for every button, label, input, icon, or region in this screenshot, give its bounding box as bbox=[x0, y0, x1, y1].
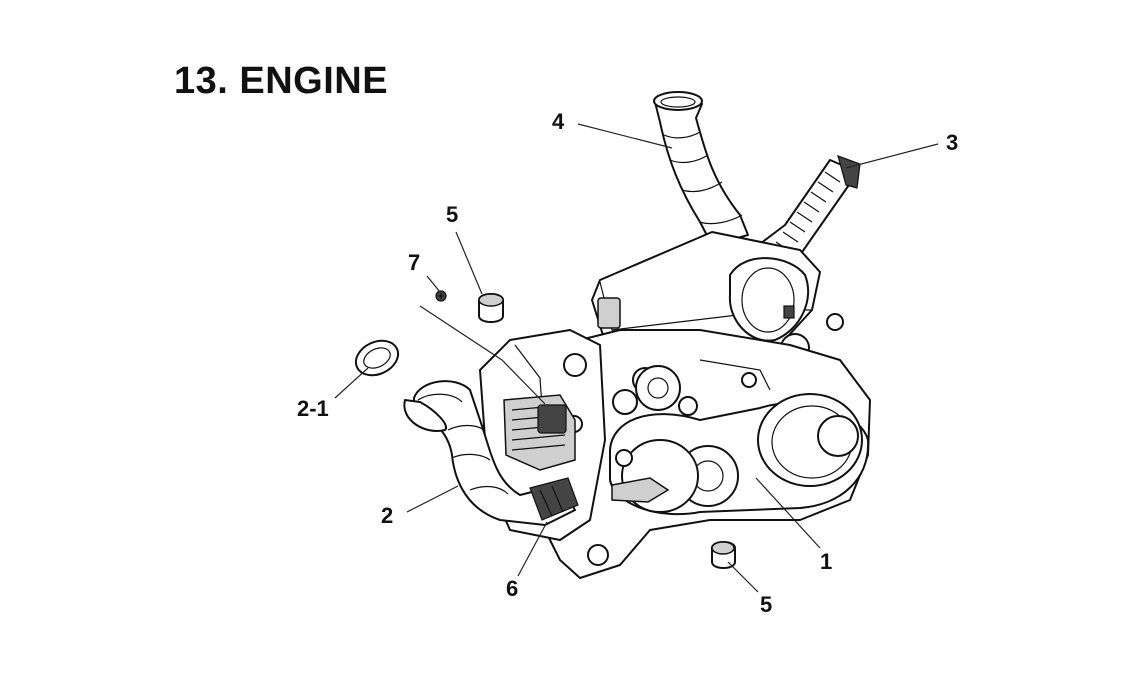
callout-2-1: 2-1 bbox=[297, 396, 329, 421]
callout-7: 7 bbox=[408, 250, 420, 275]
part-6-hose-clamp bbox=[529, 477, 579, 521]
callout-2: 2 bbox=[381, 503, 393, 528]
callout-3: 3 bbox=[946, 130, 958, 155]
callout-5-lower: 5 bbox=[760, 592, 772, 617]
part-1-engine-case bbox=[539, 329, 871, 579]
part-2-1-gasket bbox=[354, 339, 400, 377]
part-5-cap-lower bbox=[711, 541, 736, 569]
part-7-screw bbox=[435, 290, 447, 302]
callout-1: 1 bbox=[820, 549, 832, 574]
leader-lines bbox=[334, 123, 939, 593]
part-3-breather-hose bbox=[751, 155, 861, 269]
callout-5-upper: 5 bbox=[446, 202, 458, 227]
part-2-intake-hose bbox=[403, 380, 576, 526]
part-5-cap-upper bbox=[478, 293, 504, 323]
page-title: 13. ENGINE bbox=[174, 60, 389, 102]
part-4-intake-duct bbox=[653, 91, 749, 246]
callout-6: 6 bbox=[506, 576, 518, 601]
callout-4: 4 bbox=[552, 109, 565, 134]
